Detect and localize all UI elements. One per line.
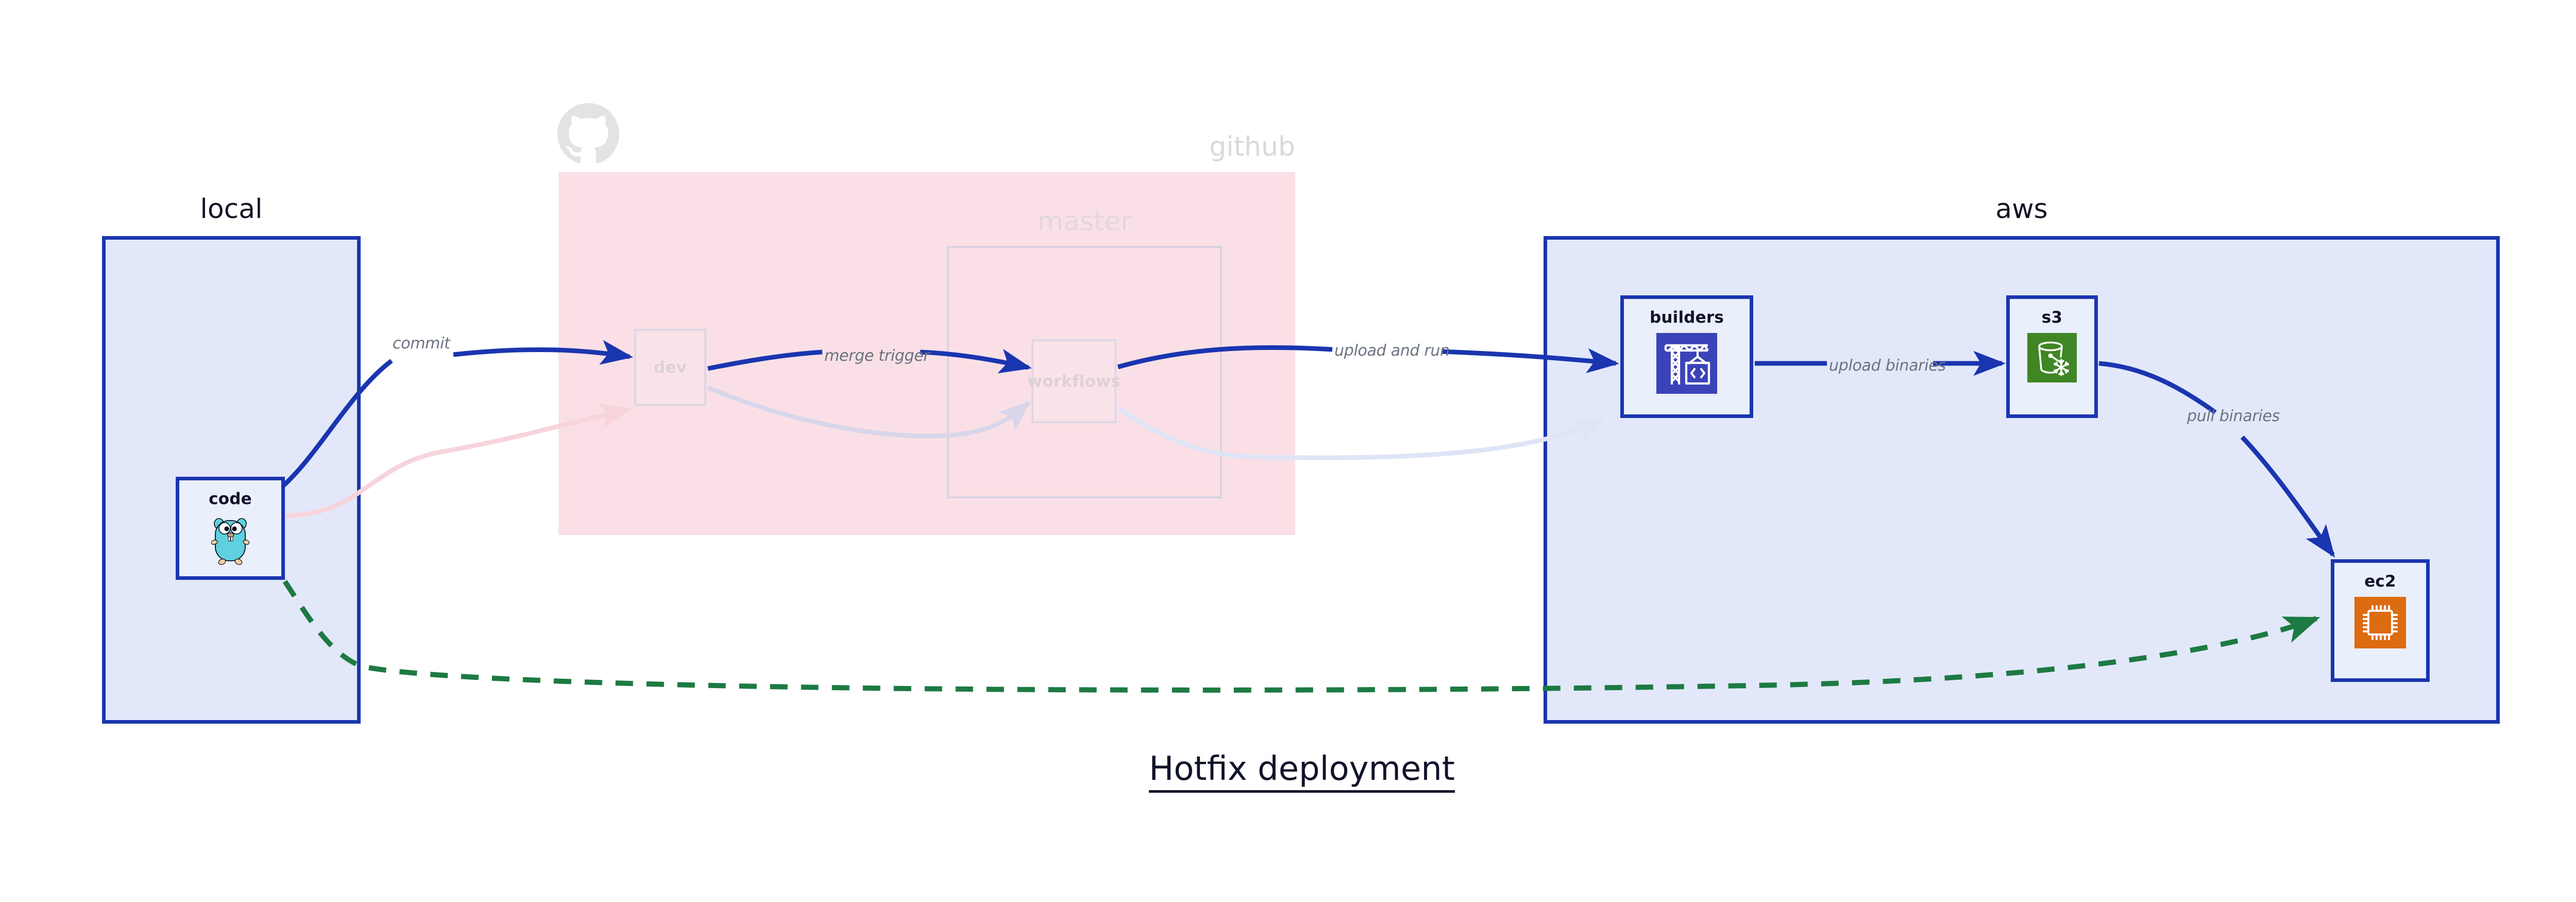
node-s3-label: s3 [2041, 308, 2063, 327]
edge-label-merge-trigger: merge trigger [824, 347, 930, 365]
node-builders[interactable]: builders [1620, 295, 1753, 418]
cpu-chip-icon [2354, 597, 2406, 650]
group-aws-label: aws [1995, 194, 2048, 225]
edge-label-pull-binaries: pull binaries [2187, 407, 2280, 425]
go-gopher-icon [211, 514, 250, 570]
edge-label-upload-and-run: upload and run [1334, 342, 1450, 360]
edge-label-commit: commit [393, 335, 450, 353]
page-title-text: Hotfix deployment [1149, 750, 1455, 793]
group-github-label: github [1209, 131, 1295, 162]
edge-label-upload-binaries: upload binaries [1829, 357, 1946, 375]
node-code[interactable]: code [176, 477, 285, 580]
node-ec2[interactable]: ec2 [2331, 559, 2430, 682]
github-octocat-icon [557, 103, 619, 165]
crane-code-icon [1656, 333, 1717, 396]
bucket-snowflake-icon [2027, 333, 2077, 385]
group-master [947, 246, 1222, 498]
node-dev-label: dev [653, 358, 687, 377]
node-dev[interactable]: dev [634, 329, 706, 406]
group-master-label: master [1037, 206, 1132, 237]
node-code-label: code [209, 490, 252, 508]
node-workflows[interactable]: workflows [1027, 339, 1120, 423]
node-builders-label: builders [1649, 308, 1724, 327]
page-title: Hotfix deployment [0, 750, 2576, 793]
node-workflows-label: workflows [1027, 372, 1121, 391]
group-local-label: local [200, 194, 263, 225]
node-ec2-label: ec2 [2364, 572, 2396, 591]
node-s3[interactable]: s3 [2006, 295, 2098, 418]
